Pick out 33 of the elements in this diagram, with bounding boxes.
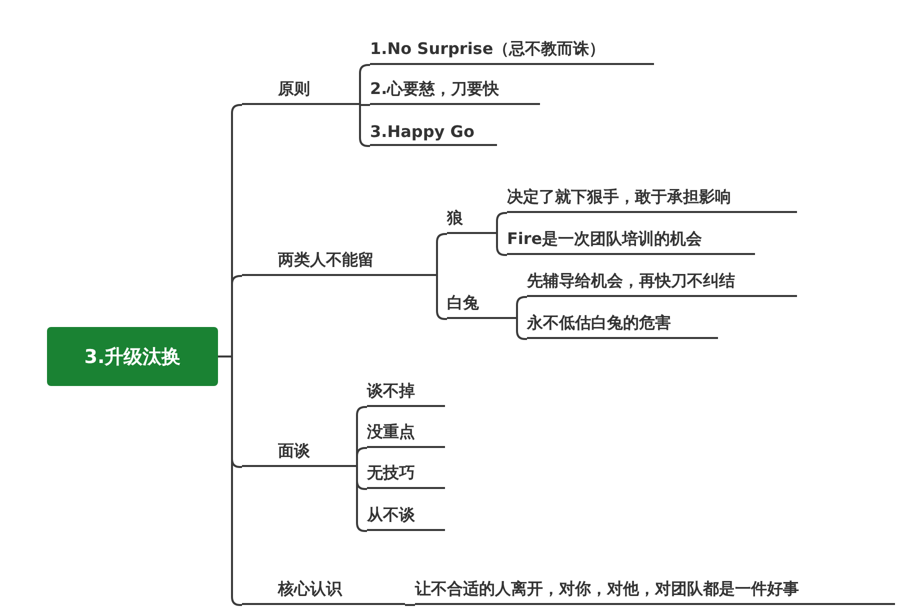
topic-text: 3.升级汰换 <box>84 344 181 370</box>
topic-text: 白兔 <box>447 293 479 314</box>
connector-line <box>496 212 507 235</box>
topic-text: 从不谈 <box>367 505 415 526</box>
connector-line <box>496 233 507 256</box>
topic-text: 没重点 <box>367 422 415 443</box>
topic-text: 3.Happy Go <box>370 122 474 143</box>
connector-line <box>359 104 370 147</box>
topic-text: 谈不掉 <box>367 381 415 402</box>
topic-text: 先辅导给机会，再快刀不纠结 <box>527 271 735 292</box>
connector-line <box>516 318 527 340</box>
connector-line <box>359 64 370 106</box>
topic-text: 狼 <box>447 208 463 229</box>
connector-line <box>218 356 242 606</box>
connector-line <box>436 233 447 277</box>
topic-text: 面谈 <box>278 441 310 462</box>
connector-line <box>516 296 527 320</box>
connector-line <box>356 466 367 532</box>
central-topic-box <box>47 327 218 386</box>
topic-text: 两类人不能留 <box>278 250 374 271</box>
connector-line <box>360 104 370 106</box>
topic-text: 无技巧 <box>367 463 415 484</box>
connector-line <box>405 604 415 606</box>
topic-text: 决定了就下狠手，敢于承担影响 <box>507 187 731 208</box>
topic-text: 让不合适的人离开，对你，对他，对团队都是一件好事 <box>415 579 799 600</box>
connector-line <box>436 275 447 320</box>
topic-text: Fire是一次团队培训的机会 <box>507 229 702 250</box>
connector-line <box>356 447 367 468</box>
topic-text: 永不低估白兔的危害 <box>527 313 671 334</box>
topic-text: 2.心要慈，刀要快 <box>370 79 500 100</box>
topic-text: 原则 <box>278 79 310 100</box>
topic-text: 核心认识 <box>278 579 342 600</box>
topic-text: 1.No Surprise（忌不教而诛） <box>370 39 606 60</box>
